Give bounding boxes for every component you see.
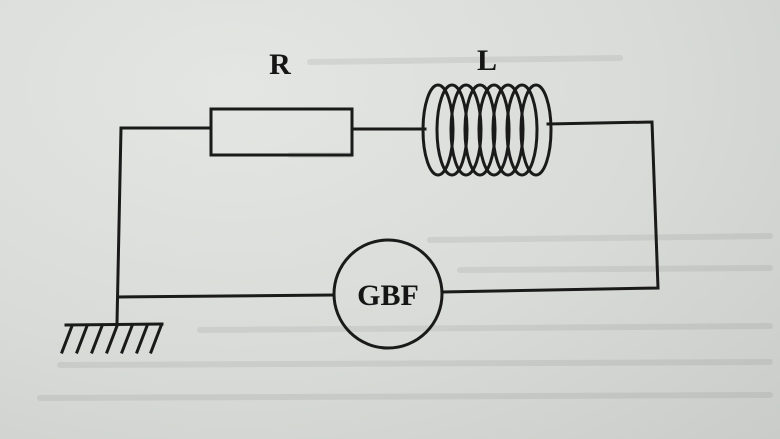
coil-turn	[491, 83, 525, 177]
inductor-coil	[421, 83, 553, 177]
coil-turn	[519, 83, 553, 177]
generator: GBF	[332, 238, 444, 350]
coil-turn	[421, 83, 455, 177]
coil-turn	[463, 83, 497, 177]
inductor-label: L	[477, 44, 497, 77]
wire-right	[441, 120, 660, 294]
resistor: R	[209, 48, 354, 157]
inductor: L	[421, 44, 553, 177]
resistor-label: R	[269, 48, 291, 81]
coil-turn	[477, 83, 511, 177]
generator-circle	[332, 238, 444, 350]
wire-bottom	[116, 293, 335, 299]
ground-icon	[60, 322, 164, 354]
coil-turn	[449, 83, 483, 177]
coil-turn	[435, 83, 469, 177]
wire-left	[115, 126, 213, 325]
wires	[115, 120, 660, 325]
paper-bleed-through	[37, 55, 773, 401]
generator-label: GBF	[357, 279, 419, 312]
coil-turn	[505, 83, 539, 177]
resistor-body	[209, 107, 354, 157]
